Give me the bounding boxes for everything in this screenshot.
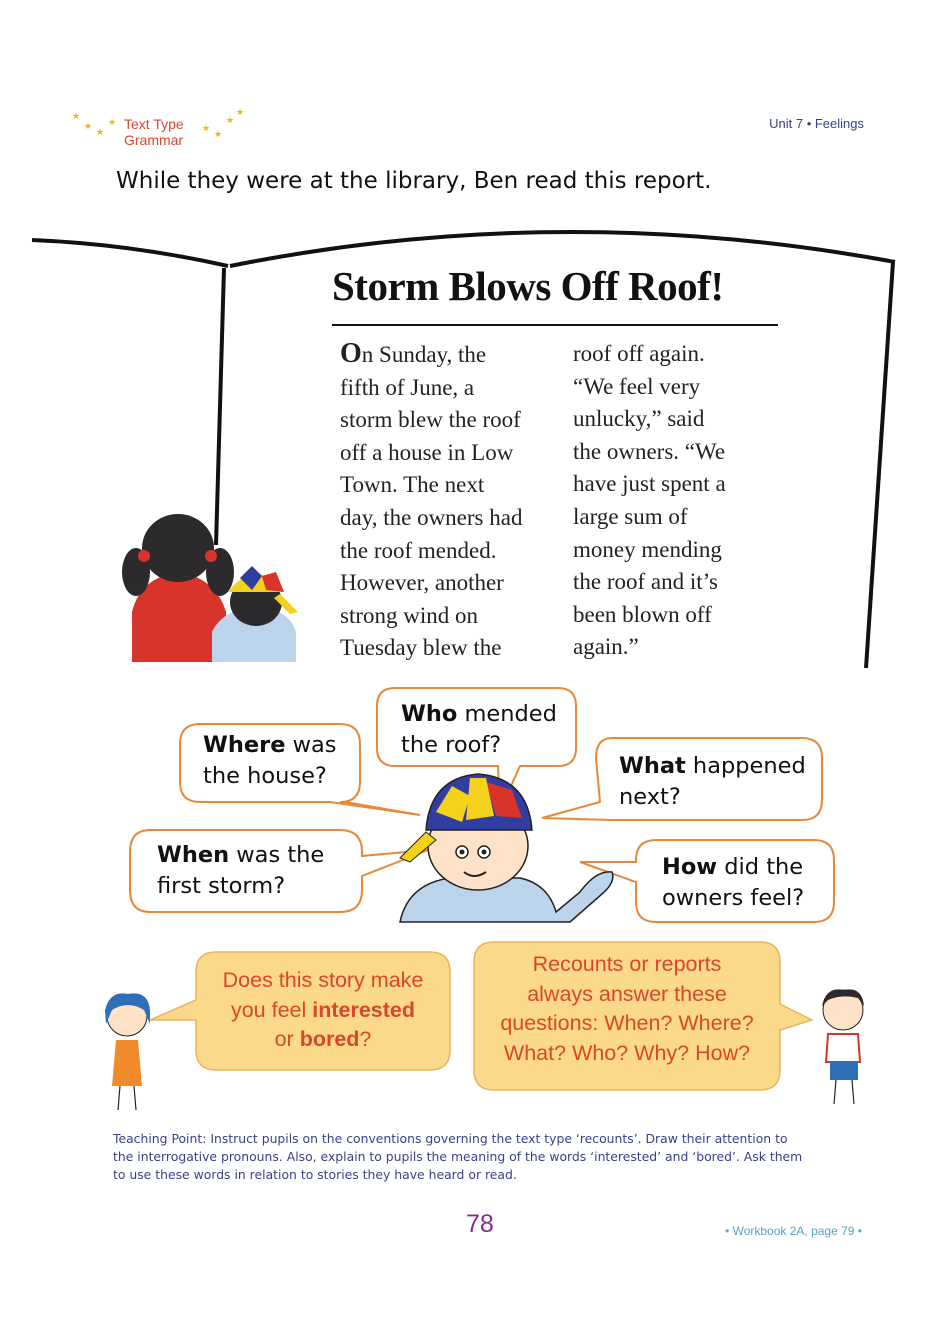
frame-line <box>229 230 896 268</box>
report-column-2: roof off again. “We feel very unlucky,” … <box>573 338 788 664</box>
report-line: the roof mended. <box>340 537 497 563</box>
where-question: Where was the house? <box>203 732 337 789</box>
report-line: day, the owners had <box>340 504 523 530</box>
report-line: been blown off <box>573 601 712 627</box>
unit-label: Unit 7 • Feelings <box>769 116 864 131</box>
girl-right-illustration <box>822 989 864 1105</box>
report-line: roof off again. <box>573 341 705 366</box>
report-line: “We feel very <box>573 373 701 399</box>
report-line: large sum of <box>573 503 688 529</box>
report-line: storm blew the roof <box>340 407 521 433</box>
section-label-text-type: Text Type <box>124 116 184 132</box>
teaching-point: Teaching Point: Instruct pupils on the c… <box>113 1131 803 1182</box>
who-question: Who mended the roof? <box>401 701 557 758</box>
report-column-1: On Sunday, the fifth of June, a storm bl… <box>340 338 555 665</box>
ben-illustration <box>399 773 614 923</box>
report-line: Tuesday blew the <box>340 635 502 661</box>
report-line: However, another <box>340 570 504 596</box>
star-icon: ★ <box>96 128 105 138</box>
section-label-grammar: Grammar <box>124 132 184 148</box>
report-line: unlucky,” said <box>573 406 705 432</box>
caption-right: Recounts or reports always answer these … <box>500 952 754 1065</box>
children-reading-illustration <box>122 514 298 662</box>
star-icon: ★ <box>202 124 211 134</box>
what-question: What happened next? <box>619 753 806 810</box>
report-line: fifth of June, a <box>340 374 475 400</box>
workbook-reference: • Workbook 2A, page 79 • <box>725 1224 862 1238</box>
star-icon: ★ <box>214 130 223 140</box>
headline-rule <box>332 324 778 326</box>
report-line: n Sunday, the <box>361 342 487 367</box>
report-line: money mending <box>573 536 722 562</box>
how-question: How did the owners feel? <box>662 854 805 911</box>
report-line: strong wind on <box>340 602 478 628</box>
girl-left-illustration <box>105 993 150 1111</box>
drop-cap: O <box>340 338 362 369</box>
frame-line <box>31 238 229 268</box>
intro-sentence: While they were at the library, Ben read… <box>116 168 712 194</box>
star-icon: ★ <box>72 112 81 122</box>
report-line: the owners. “We <box>573 438 726 464</box>
report-line: again.” <box>573 634 639 660</box>
report-line: Town. The next <box>340 472 485 498</box>
section-label: ★ ★ ★ ★ Text Type Grammar ★ ★ ★ ★ <box>68 108 248 156</box>
star-icon: ★ <box>108 118 117 128</box>
frame-line <box>864 261 895 669</box>
star-icon: ★ <box>236 108 245 118</box>
report-line: off a house in Low <box>340 439 514 465</box>
report-line: have just spent a <box>573 471 726 497</box>
frame-line <box>214 267 226 546</box>
caption-left: Does this story make you feel interested… <box>222 968 424 1051</box>
page-number: 78 <box>466 1210 494 1238</box>
report-line: the roof and it’s <box>573 569 718 595</box>
report-headline: Storm Blows Off Roof! <box>332 263 724 309</box>
star-icon: ★ <box>226 116 235 126</box>
when-question: When was the first storm? <box>157 842 325 899</box>
star-icon: ★ <box>84 122 93 132</box>
